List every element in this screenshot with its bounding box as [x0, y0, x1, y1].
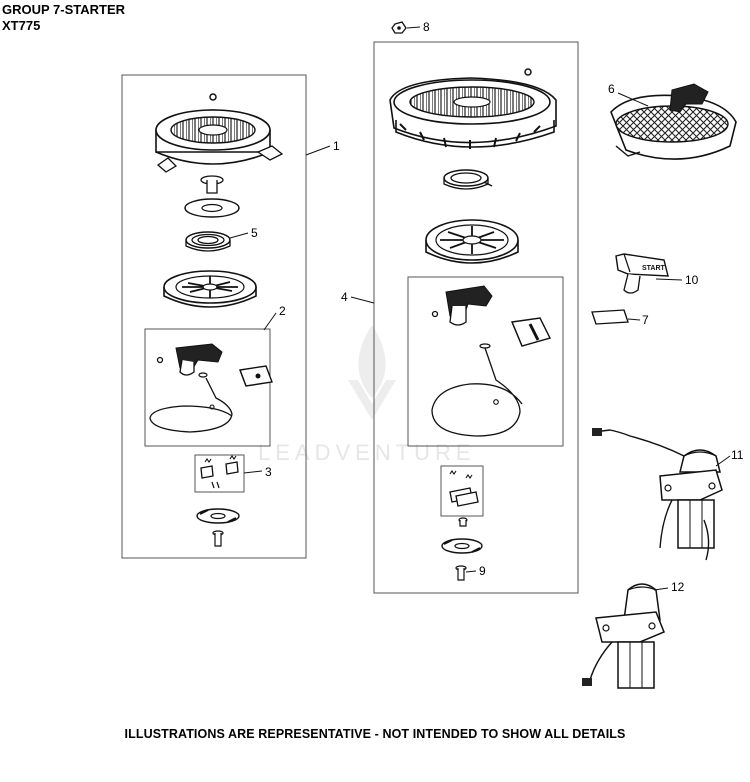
callout-1: 1: [333, 139, 340, 153]
electric-starter-12: [582, 583, 665, 689]
callout-7: 7: [642, 313, 649, 327]
callout-3: 3: [265, 465, 272, 479]
callout-10: 10: [685, 273, 699, 287]
handle-label: START: [642, 265, 666, 272]
handle-insert-right: [511, 317, 552, 347]
ratchet-retainer-left: [196, 508, 240, 524]
starter-handle-left: [156, 343, 223, 376]
ratchet-retainer-right: [441, 538, 483, 554]
center-screw-left: [212, 530, 224, 547]
callout-8: 8: [423, 20, 430, 34]
handle-insert-7: [591, 309, 629, 325]
pawls-springs-left: [200, 455, 239, 489]
callout-5: 5: [251, 226, 258, 240]
blower-housing-right: [389, 68, 557, 149]
blower-housing-6: [610, 83, 737, 160]
recoil-spring-left: [185, 231, 231, 252]
small-screw-right: [458, 517, 468, 527]
washer-plate-left: [184, 198, 240, 218]
assembly-box-3: [194, 454, 245, 493]
watermark-text: LEADVENTURE: [258, 440, 476, 465]
callout-12: 12: [671, 580, 685, 594]
watermark-logo: [348, 325, 396, 420]
recoil-spring-right: [443, 169, 493, 190]
hub-cup-left: [200, 175, 224, 194]
assembly-box-4-rope: [407, 276, 564, 447]
model-label: XT775: [2, 18, 41, 33]
callout-leaders: [229, 26, 731, 591]
assembly-box-1: [121, 74, 307, 559]
page-title: GROUP 7-STARTER: [2, 2, 126, 17]
starter-rope-right: [431, 343, 523, 437]
starter-handle-10: START: [615, 253, 669, 294]
callout-2: 2: [279, 304, 286, 318]
starter-rope-left: [149, 372, 233, 433]
footer-disclaimer: ILLUSTRATIONS ARE REPRESENTATIVE - NOT I…: [124, 727, 626, 741]
callout-6: 6: [608, 82, 615, 96]
assembly-box-4: [373, 41, 579, 594]
pulley-left: [163, 270, 257, 308]
electric-starter-11: [592, 428, 723, 561]
callout-4: 4: [341, 290, 348, 304]
center-screw-9: [455, 565, 467, 581]
handle-insert-left: [239, 365, 273, 387]
assembly-box-2: [144, 328, 271, 447]
starter-handle-right: [431, 285, 493, 326]
assembly-box-4-pawls: [440, 465, 484, 517]
pulley-right: [425, 219, 519, 264]
callout-9: 9: [479, 564, 486, 578]
blower-housing-left: [155, 93, 284, 173]
nut-8: [391, 21, 407, 34]
callout-11: 11: [731, 448, 744, 462]
pawls-springs-right: [449, 470, 479, 507]
